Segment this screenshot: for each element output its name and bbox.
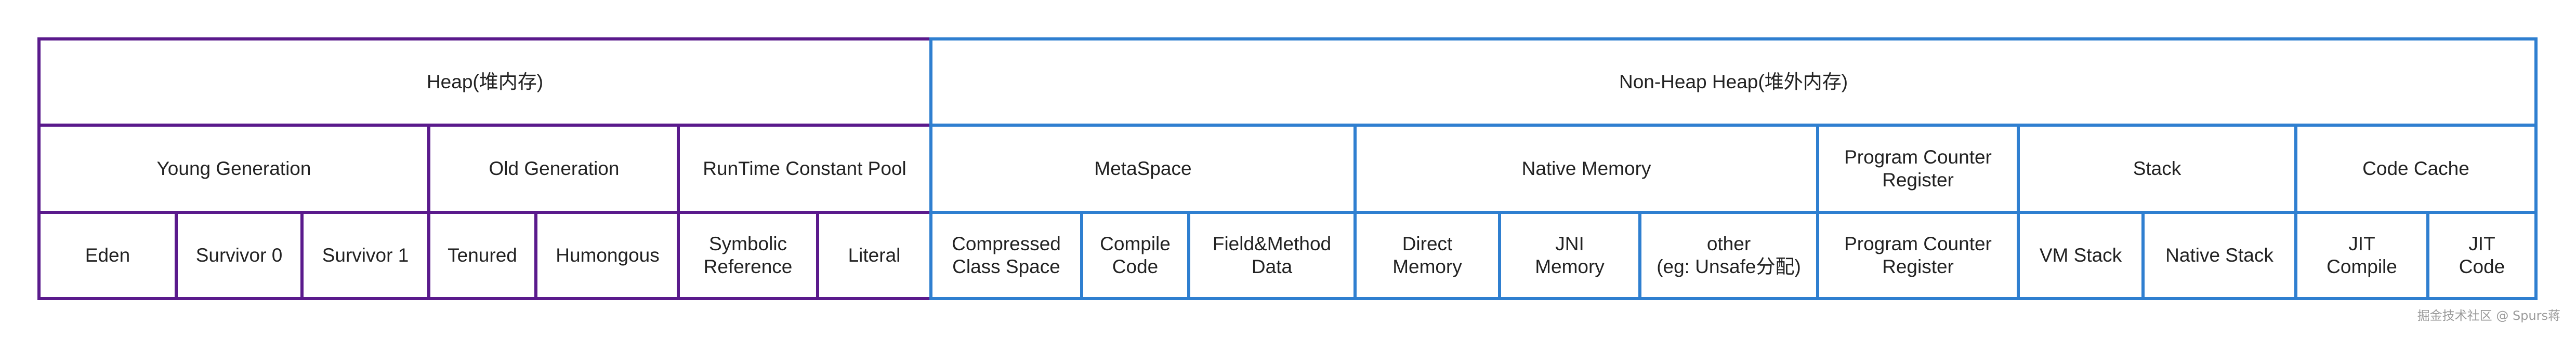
survivor0-label: Survivor 0	[195, 244, 283, 266]
field-method-data-box: Field&Method Data	[1187, 211, 1357, 300]
native-memory-label: Native Memory	[1521, 157, 1651, 179]
vm-stack-label: VM Stack	[2039, 244, 2122, 266]
watermark: 掘金技术社区 @ Spurs蒋	[2417, 308, 2560, 323]
native-memory-box: Native Memory	[1353, 124, 1819, 214]
survivor1-box: Survivor 1	[300, 211, 430, 300]
native-stack-box: Native Stack	[2141, 211, 2297, 300]
compile-code-label: Compile Code	[1100, 233, 1171, 277]
humongous-label: Humongous	[556, 244, 660, 266]
metaspace-label: MetaSpace	[1094, 157, 1192, 179]
direct-memory-box: Direct Memory	[1353, 211, 1501, 300]
jit-code-label: JIT Code	[2459, 233, 2505, 277]
field-method-data-label: Field&Method Data	[1212, 233, 1332, 277]
code-cache-box: Code Cache	[2294, 124, 2538, 214]
other-memory-box: other (eg: Unsafe分配)	[1638, 211, 1819, 300]
program-counter-register-box: Program Counter Register	[1816, 124, 2020, 214]
stack-box: Stack	[2017, 124, 2297, 214]
eden-box: Eden	[37, 211, 178, 300]
vm-stack-box: VM Stack	[2017, 211, 2145, 300]
survivor0-box: Survivor 0	[175, 211, 304, 300]
tenured-label: Tenured	[448, 244, 517, 266]
heap-title: Heap(堆内存)	[426, 71, 544, 92]
eden-label: Eden	[85, 244, 130, 266]
jni-memory-label: JNI Memory	[1535, 233, 1605, 277]
old-generation-label: Old Generation	[489, 157, 620, 179]
jit-compile-label: JIT Compile	[2327, 233, 2397, 277]
compressed-class-space-box: Compressed Class Space	[929, 211, 1083, 300]
program-counter-register-child-box: Program Counter Register	[1816, 211, 2020, 300]
symbolic-reference-label: Symbolic Reference	[703, 233, 793, 277]
humongous-box: Humongous	[534, 211, 681, 300]
native-stack-label: Native Stack	[2165, 244, 2273, 266]
code-cache-label: Code Cache	[2362, 157, 2469, 179]
direct-memory-label: Direct Memory	[1392, 233, 1462, 277]
tenured-box: Tenured	[427, 211, 537, 300]
old-generation-box: Old Generation	[427, 124, 681, 214]
other-memory-label: other (eg: Unsafe分配)	[1657, 233, 1801, 277]
compile-code-box: Compile Code	[1080, 211, 1190, 300]
literal-box: Literal	[816, 211, 932, 300]
young-generation-box: Young Generation	[37, 124, 430, 214]
runtime-constant-pool-box: RunTime Constant Pool	[677, 124, 932, 214]
symbolic-reference-box: Symbolic Reference	[677, 211, 819, 300]
jit-code-box: JIT Code	[2426, 211, 2538, 300]
heap-box: Heap(堆内存)	[37, 37, 932, 127]
jni-memory-box: JNI Memory	[1498, 211, 1641, 300]
non-heap-title: Non-Heap Heap(堆外内存)	[1619, 71, 1848, 92]
non-heap-box: Non-Heap Heap(堆外内存)	[929, 37, 2538, 127]
metaspace-box: MetaSpace	[929, 124, 1357, 214]
jit-compile-box: JIT Compile	[2294, 211, 2429, 300]
survivor1-label: Survivor 1	[322, 244, 409, 266]
program-counter-register-label: Program Counter Register	[1844, 146, 1992, 191]
stack-label: Stack	[2133, 157, 2181, 179]
compressed-class-space-label: Compressed Class Space	[952, 233, 1061, 277]
runtime-constant-pool-label: RunTime Constant Pool	[703, 157, 906, 179]
program-counter-register-child-label: Program Counter Register	[1844, 233, 1992, 277]
literal-label: Literal	[848, 244, 901, 266]
young-generation-label: Young Generation	[156, 157, 311, 179]
